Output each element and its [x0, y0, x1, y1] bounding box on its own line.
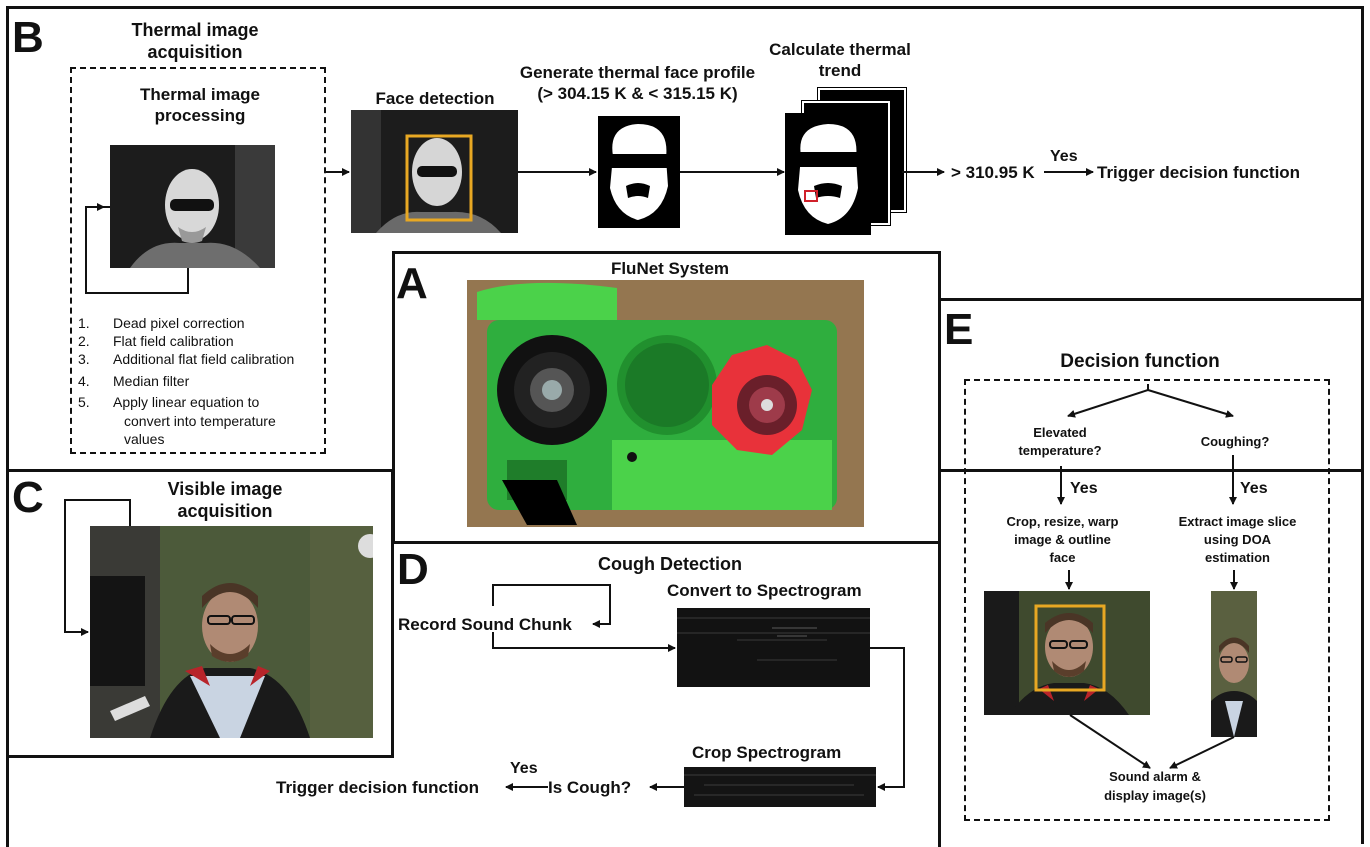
- face-detection-label: Face detection: [375, 89, 495, 108]
- extract-slice-label-1: Extract image slice: [1178, 514, 1297, 529]
- thermal-profile-label-1: Generate thermal face profile: [519, 63, 756, 82]
- visible-acquisition-title-2: acquisition: [177, 501, 273, 521]
- elevated-temperature-label-2: temperature?: [1018, 443, 1102, 458]
- cough-trigger-decision-label: Trigger decision function: [276, 778, 480, 797]
- face-detection-image: [351, 110, 518, 233]
- thermal-processing-box: [70, 67, 326, 454]
- threshold-yes: Yes: [1050, 148, 1078, 165]
- thermal-raw-image: [110, 145, 275, 268]
- thermal-trend-label-1: Calculate thermal: [769, 40, 911, 59]
- thermal-acquisition-title-2: acquisition: [147, 42, 243, 62]
- trend-roi-box: [804, 190, 818, 202]
- cough-yes: Yes: [510, 760, 538, 777]
- doa-slice-image: [1211, 591, 1257, 737]
- record-sound-label: Record Sound Chunk: [398, 615, 572, 634]
- coughing-label: Coughing?: [1200, 434, 1270, 449]
- visible-camera-image: [90, 526, 373, 738]
- step-2: Flat field calibration: [113, 333, 234, 349]
- step-2-num: 2.: [78, 333, 90, 349]
- extract-slice-label-3: estimation: [1204, 550, 1270, 565]
- sound-alarm-label-2: display image(s): [1104, 788, 1206, 803]
- crop-resize-label-1: Crop, resize, warp: [1006, 514, 1119, 529]
- crop-spectrogram-label: Crop Spectrogram: [692, 743, 842, 762]
- crop-resize-label-3: face: [1049, 550, 1076, 565]
- step-1: Dead pixel correction: [113, 315, 245, 331]
- step-5-cont-2: values: [124, 431, 165, 447]
- face-crop-box: [1034, 604, 1106, 692]
- elevated-temperature-label-1: Elevated: [1033, 425, 1087, 440]
- step-5-cont-1: convert into temperature: [124, 413, 276, 429]
- step-5: Apply linear equation to: [113, 394, 260, 410]
- step-3: Additional flat field calibration: [113, 351, 295, 367]
- face-bounding-box: [405, 134, 473, 222]
- thermal-trend-label-2: trend: [818, 61, 862, 80]
- thermal-processing-title-1: Thermal image: [140, 85, 260, 104]
- step-4-num: 4.: [78, 373, 90, 389]
- panel-b-letter: B: [12, 13, 44, 62]
- step-5-num: 5.: [78, 394, 90, 410]
- elevated-yes: Yes: [1070, 480, 1098, 497]
- step-4: Median filter: [113, 373, 190, 389]
- thermal-profile-image: [598, 116, 680, 228]
- thermal-processing-title-2: processing: [154, 106, 246, 125]
- thermal-profile-label-2: (> 304.15 K & < 315.15 K): [537, 84, 738, 103]
- flunet-device-photo: [467, 280, 864, 527]
- crop-resize-label-2: image & outline: [1014, 532, 1111, 547]
- cough-detection-title: Cough Detection: [598, 554, 742, 574]
- convert-spectrogram-label: Convert to Spectrogram: [667, 581, 862, 600]
- panel-a-letter: A: [396, 259, 428, 308]
- decision-function-title: Decision function: [1060, 351, 1220, 372]
- thermal-acquisition-title-1: Thermal image: [131, 20, 259, 40]
- panel-e-letter: E: [944, 305, 974, 354]
- visible-acquisition-title-1: Visible image: [167, 479, 283, 499]
- step-1-num: 1.: [78, 315, 90, 331]
- panel-d-letter: D: [397, 545, 429, 594]
- cropped-spectrogram-image: [684, 767, 876, 807]
- step-3-num: 3.: [78, 351, 90, 367]
- decision-function-box: [964, 379, 1330, 821]
- spectrogram-image: [677, 608, 870, 687]
- sound-alarm-label-1: Sound alarm &: [1109, 769, 1201, 784]
- threshold-label: > 310.95 K: [951, 163, 1035, 182]
- extract-slice-label-2: using DOA: [1203, 532, 1272, 547]
- face-crop-image: [984, 591, 1150, 715]
- flunet-system-title: FluNet System: [610, 259, 730, 278]
- panel-c-letter: C: [12, 473, 44, 522]
- is-cough-label: Is Cough?: [548, 778, 632, 797]
- trend-frame-1: [785, 113, 871, 235]
- trigger-decision-label: Trigger decision function: [1097, 163, 1301, 182]
- coughing-yes: Yes: [1240, 480, 1268, 497]
